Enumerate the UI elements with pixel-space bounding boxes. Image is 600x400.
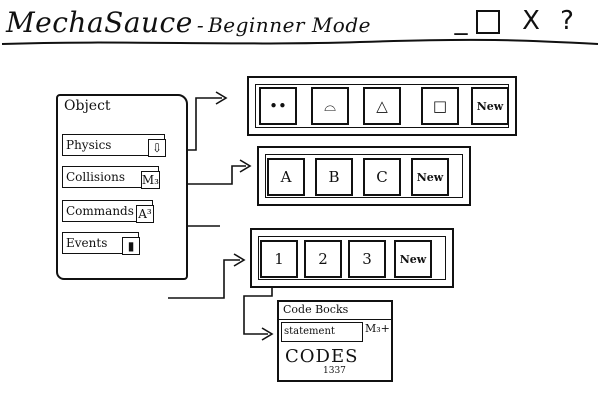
minimize-button[interactable]: _ <box>454 6 468 36</box>
object-panel-title: Object <box>64 98 111 114</box>
code-arrowhead <box>261 327 274 341</box>
new-shape-button[interactable]: New <box>471 87 509 125</box>
code-blocks-panel: Code Bocks statement M₃+ CODES 1337 <box>277 300 393 382</box>
app-name: MechaSauce <box>6 6 193 39</box>
property-label: Commands <box>66 204 134 218</box>
maximize-button[interactable] <box>476 10 500 34</box>
property-label: Physics <box>66 138 112 152</box>
statement-add-icon[interactable]: M₃+ <box>365 322 390 335</box>
event-option-2[interactable]: 2 <box>304 240 342 278</box>
event-option-3[interactable]: 3 <box>348 240 386 278</box>
event-option-1[interactable]: 1 <box>260 240 298 278</box>
new-event-button[interactable]: New <box>394 240 432 278</box>
window-title: MechaSauce-Beginner Mode <box>6 6 371 39</box>
shape-square-tile[interactable]: □ <box>421 87 459 125</box>
new-collision-button[interactable]: New <box>411 158 449 196</box>
property-label: Collisions <box>66 170 126 184</box>
event-icon: ▮ <box>122 237 140 255</box>
object-panel: Object Physics ⇩ Collisions M₃ Commands … <box>56 94 188 280</box>
statement-block[interactable]: statement <box>281 322 363 342</box>
physics-arrowhead <box>215 91 228 105</box>
title-separator: - <box>196 13 205 37</box>
title-bar: MechaSauce-Beginner Mode _ X ? <box>0 0 600 48</box>
event-options-row: 1 2 3 New <box>250 228 454 288</box>
collisions-arrowhead <box>239 159 252 173</box>
help-button[interactable]: ? <box>560 6 574 36</box>
physics-options-row: •• ⌓ △ □ New <box>247 76 517 136</box>
divider <box>279 319 391 320</box>
close-button[interactable]: X <box>522 6 540 36</box>
property-events[interactable]: Events ▮ <box>62 232 140 255</box>
property-collisions[interactable]: Collisions M₃ <box>62 166 160 189</box>
collision-option-a[interactable]: A <box>267 158 305 196</box>
shape-triangle-tile[interactable]: △ <box>363 87 401 125</box>
collision-icon: M₃ <box>140 171 160 189</box>
command-icon: A³ <box>136 205 154 223</box>
events-arrowhead <box>233 253 246 267</box>
collision-option-b[interactable]: B <box>315 158 353 196</box>
down-arrow-icon: ⇩ <box>148 139 166 157</box>
row-frame <box>258 236 446 280</box>
property-commands[interactable]: Commands A³ <box>62 200 154 223</box>
collision-options-row: A B C New <box>257 146 471 206</box>
row-frame <box>265 154 463 198</box>
shape-dome-tile[interactable]: ⌓ <box>311 87 349 125</box>
code-subtext: 1337 <box>323 366 346 376</box>
code-blocks-title: Code Bocks <box>283 303 349 316</box>
property-label: Events <box>66 236 108 250</box>
mode-label: Beginner Mode <box>208 13 371 37</box>
property-physics[interactable]: Physics ⇩ <box>62 134 166 157</box>
collision-option-c[interactable]: C <box>363 158 401 196</box>
shape-dots-tile[interactable]: •• <box>259 87 297 125</box>
code-editor-text[interactable]: CODES <box>285 346 359 367</box>
